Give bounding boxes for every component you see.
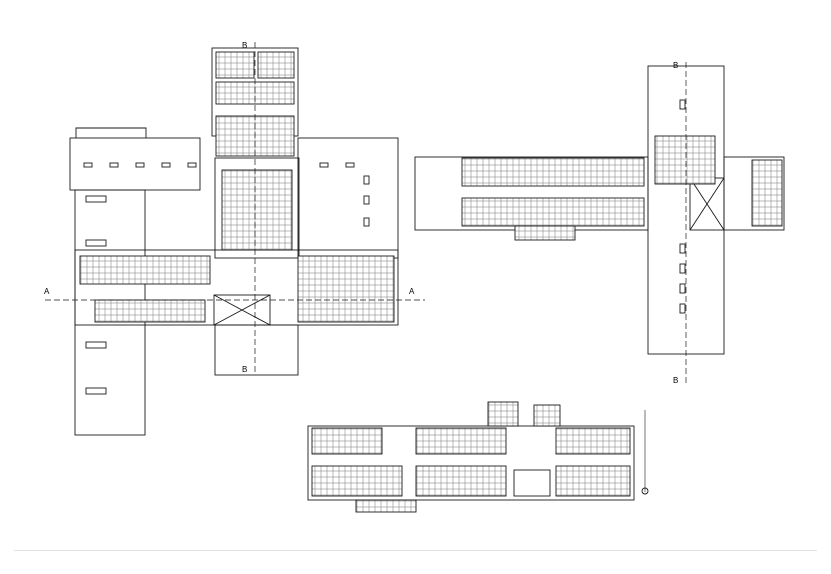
core-rooms: [221, 169, 293, 251]
room-row: [555, 427, 631, 455]
central-core: [214, 157, 300, 259]
section-label-b-bottom-2: B: [673, 376, 678, 385]
window-marks: [83, 162, 370, 395]
roof-outline: [75, 127, 147, 138]
section-label-b-bottom-1: B: [242, 365, 247, 374]
north-stair: [487, 401, 519, 427]
window-marks: [679, 99, 686, 314]
stair-block: [513, 469, 551, 497]
room-block: [297, 255, 395, 323]
room-block: [94, 299, 206, 323]
west-upper-wing: [69, 137, 201, 191]
section-label-b-top-2: B: [673, 61, 678, 70]
east-wing: [297, 137, 399, 259]
room-row: [461, 157, 645, 187]
seating: [751, 159, 783, 227]
room-block: [215, 51, 255, 79]
divider: [14, 550, 817, 551]
floor-plan-2: [414, 62, 785, 386]
floor-plan-3: [307, 401, 649, 513]
room-row: [311, 465, 403, 497]
atrium-cross: [689, 177, 725, 231]
atrium-cross: [213, 294, 271, 326]
room-row: [415, 465, 507, 497]
section-label-a-right: A: [409, 287, 415, 296]
room-block: [79, 255, 211, 285]
room-row: [555, 465, 631, 497]
south-stair: [355, 499, 417, 513]
section-label-b-top-1: B: [242, 41, 247, 50]
section-label-a-left: A: [44, 287, 50, 296]
room-row: [415, 427, 507, 455]
core-rooms: [654, 135, 716, 185]
stair-block: [514, 225, 576, 241]
floor-plan-1: [45, 42, 425, 436]
room-row: [461, 197, 645, 227]
north-stair: [533, 404, 561, 427]
south-projection: [214, 324, 299, 376]
room-block: [257, 51, 295, 79]
room-row: [311, 427, 383, 455]
north-arrow-icon: [641, 487, 649, 495]
main-block: [307, 425, 635, 501]
